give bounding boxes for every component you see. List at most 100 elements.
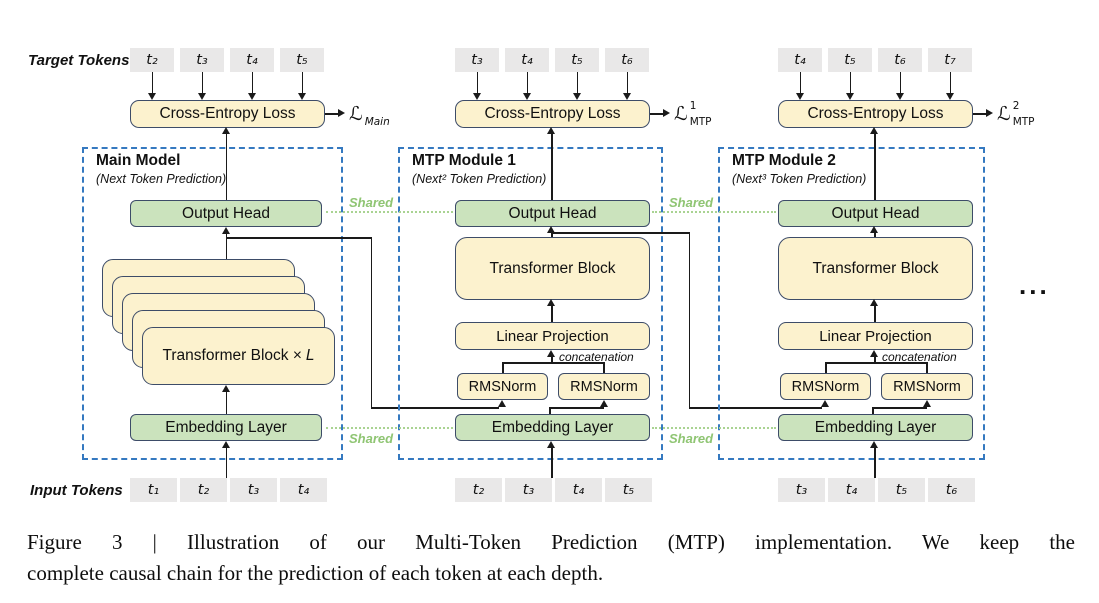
loss-sup: 1	[689, 100, 697, 112]
line	[949, 72, 951, 93]
line	[301, 72, 303, 93]
label-target-tokens: Target Tokens	[28, 52, 130, 69]
input-token: t₃	[230, 478, 277, 502]
module-dashed-border	[82, 147, 343, 460]
arrowhead-up	[821, 400, 829, 407]
target-token: t₄	[505, 48, 549, 72]
module-title: Main Model	[96, 152, 181, 169]
module-title: MTP Module 1	[412, 152, 516, 169]
input-token: t₃	[778, 478, 825, 502]
target-token: t₄	[230, 48, 274, 72]
line	[926, 362, 928, 373]
loss-symbol: ℒ	[349, 103, 363, 125]
line	[899, 72, 901, 93]
rmsnorm-left-box: RMSNorm	[780, 373, 871, 400]
loss-sub: MTP	[689, 116, 712, 128]
linear-projection-box: Linear Projection	[455, 322, 650, 350]
arrowhead-down	[572, 93, 581, 100]
input-token: t₅	[878, 478, 925, 502]
ellipsis: ...	[1019, 270, 1050, 300]
target-token: t₄	[778, 48, 822, 72]
rmsnorm-right-box: RMSNorm	[558, 373, 650, 400]
arrowhead-up	[870, 441, 878, 448]
module-title: MTP Module 2	[732, 152, 836, 169]
line	[626, 72, 628, 93]
line	[551, 356, 553, 362]
arrowhead-up	[870, 350, 878, 357]
input-token: t₂	[180, 478, 227, 502]
output-head-box: Output Head	[455, 200, 650, 227]
arrowhead-up	[870, 299, 878, 306]
line	[799, 72, 801, 93]
line	[551, 305, 553, 322]
loss-sup: 2	[1012, 100, 1020, 112]
loss-symbol: ℒ	[674, 103, 688, 125]
shared-label: Shared	[669, 195, 714, 210]
line	[370, 237, 372, 408]
loss-label-main: ℒ Main	[349, 100, 390, 128]
line	[502, 362, 504, 373]
linear-projection-box: Linear Projection	[778, 322, 973, 350]
line	[251, 72, 253, 93]
input-token: t₁	[130, 478, 177, 502]
cross-entropy-loss-box: Cross-Entropy Loss	[130, 100, 325, 128]
arrowhead-down	[147, 93, 156, 100]
shared-connector-line	[652, 427, 776, 429]
shared-connector-line	[326, 427, 453, 429]
embedding-layer-box: Embedding Layer	[130, 414, 322, 441]
arrowhead-up	[221, 385, 230, 392]
arrowhead-down	[845, 93, 854, 100]
line	[688, 232, 690, 408]
output-head-box: Output Head	[130, 200, 322, 227]
line	[370, 407, 499, 409]
arrowhead-up	[547, 226, 555, 233]
loss-sub: Main	[364, 116, 390, 128]
line	[603, 362, 605, 373]
line	[502, 362, 604, 364]
line	[688, 407, 822, 409]
caption-line-1: Figure 3 | Illustration of our Multi-Tok…	[27, 530, 1075, 554]
line	[874, 356, 876, 362]
arrowhead-right	[338, 109, 345, 117]
transformer-stack-var: L	[305, 347, 315, 364]
arrowhead-down	[895, 93, 904, 100]
arrowhead-up	[547, 127, 555, 134]
line	[973, 113, 986, 115]
line	[576, 72, 578, 93]
input-token: t₄	[828, 478, 875, 502]
line	[526, 72, 528, 93]
line	[476, 72, 478, 93]
line	[226, 237, 372, 239]
arrowhead-up	[870, 127, 878, 134]
line	[551, 232, 553, 237]
arrowhead-up	[599, 400, 608, 407]
transformer-stack-label: Transformer Block ×	[162, 347, 302, 364]
line	[201, 72, 203, 93]
arrowhead-up	[498, 400, 506, 407]
target-token: t₅	[280, 48, 324, 72]
line	[225, 133, 227, 200]
label-input-tokens: Input Tokens	[30, 482, 123, 499]
shared-label: Shared	[669, 431, 714, 446]
loss-symbol: ℒ	[997, 103, 1011, 125]
line	[549, 407, 551, 414]
target-token: t₅	[828, 48, 872, 72]
input-token: t₄	[555, 478, 602, 502]
line	[549, 407, 604, 409]
shared-label: Shared	[349, 195, 394, 210]
module-subtitle: (Next Token Prediction)	[96, 172, 227, 186]
loss-sub: MTP	[1012, 116, 1035, 128]
line	[225, 233, 227, 259]
arrowhead-up	[221, 441, 230, 448]
line	[151, 72, 153, 93]
embedding-layer-box: Embedding Layer	[778, 414, 973, 441]
target-token: t₃	[180, 48, 224, 72]
arrowhead-up	[547, 299, 555, 306]
input-token: t₃	[505, 478, 552, 502]
line	[225, 391, 227, 414]
arrowhead-right	[986, 109, 993, 117]
arrowhead-up	[870, 226, 878, 233]
arrowhead-down	[795, 93, 804, 100]
arrowhead-up	[922, 400, 931, 407]
